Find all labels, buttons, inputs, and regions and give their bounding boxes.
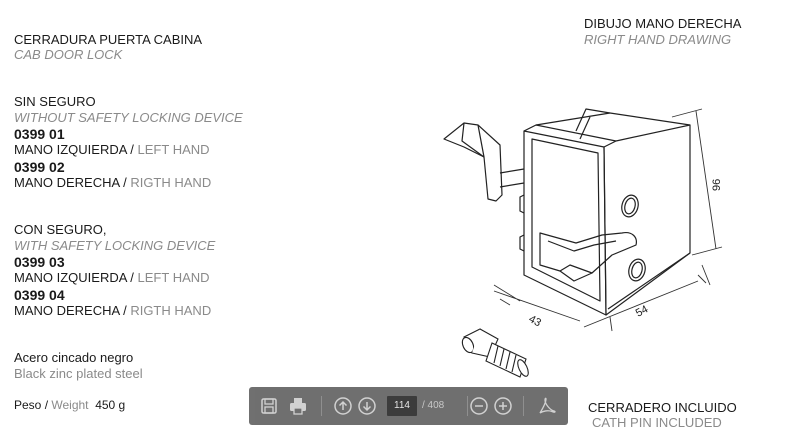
toolbar-separator bbox=[523, 396, 524, 416]
product-code: 0399 01 bbox=[14, 126, 65, 142]
product-hand-label: MANO DERECHA / RIGTH HAND bbox=[14, 175, 212, 190]
pin-es: CERRADERO INCLUIDO bbox=[588, 400, 737, 415]
title-es: CERRADURA PUERTA CABINA bbox=[14, 32, 203, 47]
title-en: CAB DOOR LOCK bbox=[14, 47, 123, 62]
lock-technical-drawing: 96 43 54 bbox=[443, 108, 723, 378]
product-hand-label: MANO DERECHA / RIGTH HAND bbox=[14, 303, 212, 318]
drawing-note-es: DIBUJO MANO DERECHA bbox=[584, 16, 742, 31]
without-safety-es: SIN SEGURO bbox=[14, 94, 96, 109]
dimension-width: 54 bbox=[634, 303, 650, 319]
print-icon[interactable] bbox=[288, 396, 308, 416]
drawing-note-en: RIGHT HAND DRAWING bbox=[584, 32, 732, 47]
weight-line: Peso / Weight 450 g bbox=[14, 398, 126, 412]
toolbar-separator bbox=[467, 396, 468, 416]
product-code: 0399 04 bbox=[14, 287, 65, 303]
with-safety-en: WITH SAFETY LOCKING DEVICE bbox=[14, 238, 216, 253]
pdf-toolbar bbox=[249, 387, 568, 425]
dimension-depth: 43 bbox=[527, 313, 543, 329]
product-hand-label: MANO IZQUIERDA / LEFT HAND bbox=[14, 142, 210, 157]
pin-en: CATH PIN INCLUDED bbox=[592, 415, 722, 430]
pdf-icon[interactable] bbox=[537, 396, 557, 416]
page-total: / 408 bbox=[422, 400, 445, 411]
back-plate bbox=[575, 108, 691, 310]
save-icon[interactable] bbox=[259, 396, 279, 416]
lever-handle bbox=[443, 122, 503, 202]
with-safety-es: CON SEGURO, bbox=[14, 222, 107, 237]
latch-slot bbox=[539, 232, 637, 274]
dimension-height: 96 bbox=[711, 179, 723, 191]
product-code: 0399 03 bbox=[14, 254, 65, 270]
product-code: 0399 02 bbox=[14, 159, 65, 175]
product-hand-label: MANO IZQUIERDA / LEFT HAND bbox=[14, 270, 210, 285]
material-en: Black zinc plated steel bbox=[14, 366, 143, 381]
toolbar-separator bbox=[321, 396, 322, 416]
page-up-icon[interactable] bbox=[333, 396, 353, 416]
zoom-in-icon[interactable] bbox=[493, 396, 513, 416]
catch-pin bbox=[461, 328, 529, 378]
without-safety-en: WITHOUT SAFETY LOCKING DEVICE bbox=[14, 110, 243, 125]
material-es: Acero cincado negro bbox=[14, 350, 134, 365]
page-number-input[interactable]: 114 bbox=[387, 396, 417, 416]
zoom-out-icon[interactable] bbox=[469, 396, 489, 416]
lock-body bbox=[523, 130, 607, 316]
page-down-icon[interactable] bbox=[357, 396, 377, 416]
